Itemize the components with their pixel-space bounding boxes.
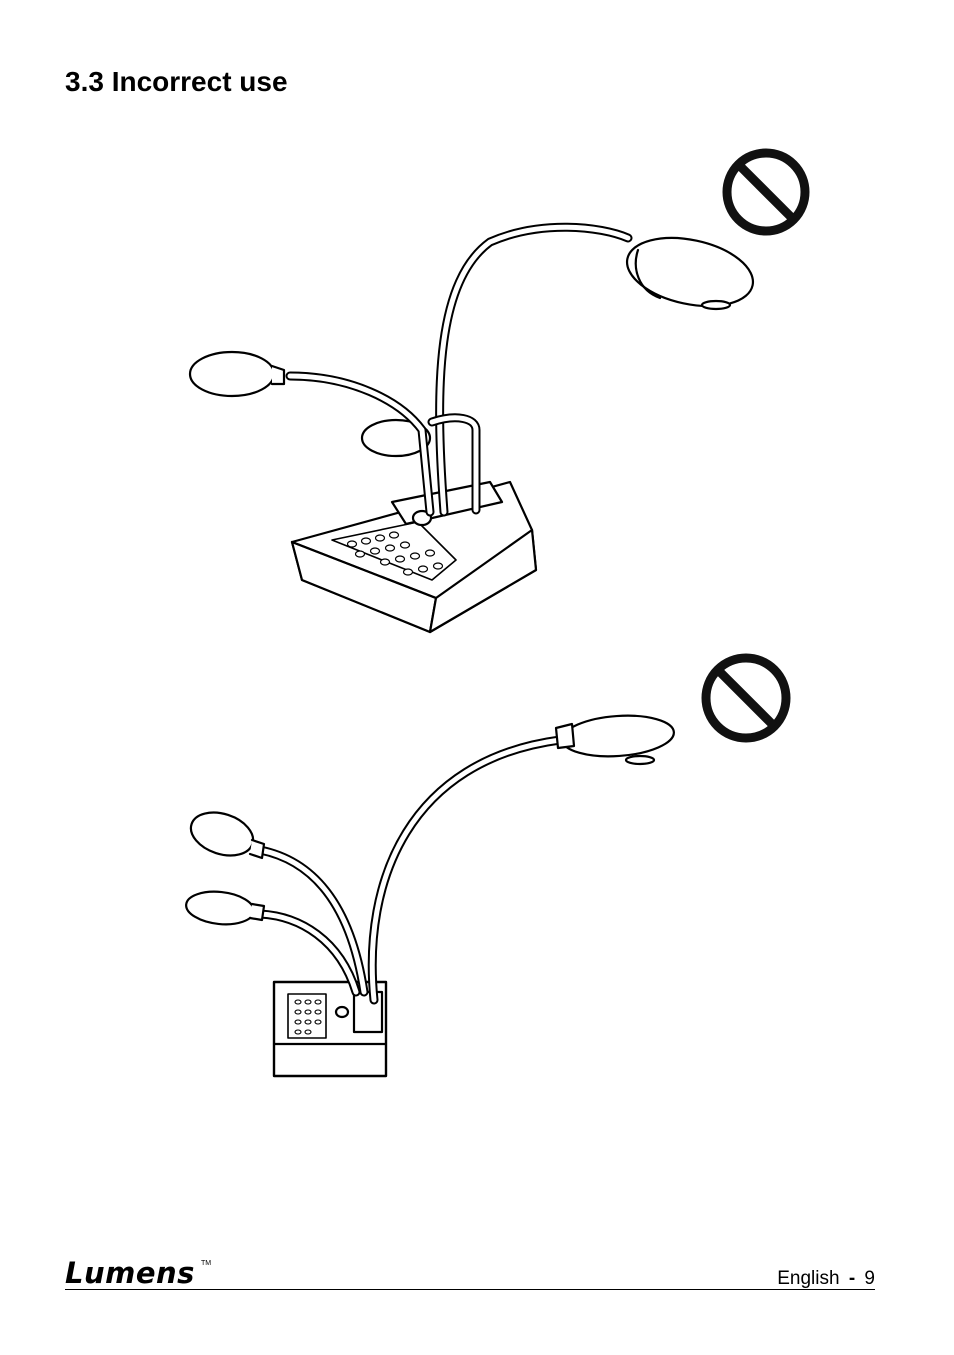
- gooseneck-arm: [372, 738, 570, 1000]
- page-label: English - 9: [777, 1268, 875, 1290]
- camera-head: [561, 712, 676, 760]
- page-number: 9: [864, 1268, 875, 1289]
- logo-trademark: TM: [201, 1260, 211, 1267]
- page-separator: -: [849, 1268, 855, 1289]
- incorrect-use-illustration-1: [160, 130, 840, 650]
- language-label: English: [777, 1268, 839, 1289]
- prohibited-icon: [706, 658, 786, 738]
- camera-head: [621, 227, 760, 316]
- incorrect-use-illustration-2: [160, 640, 840, 1130]
- prohibited-icon: [727, 153, 805, 231]
- footer-rule: [65, 1289, 875, 1290]
- lumens-logo: Lumens TM: [65, 1256, 215, 1290]
- logo-text: Lumens: [65, 1256, 195, 1290]
- section-title: 3.3 Incorrect use: [65, 62, 288, 102]
